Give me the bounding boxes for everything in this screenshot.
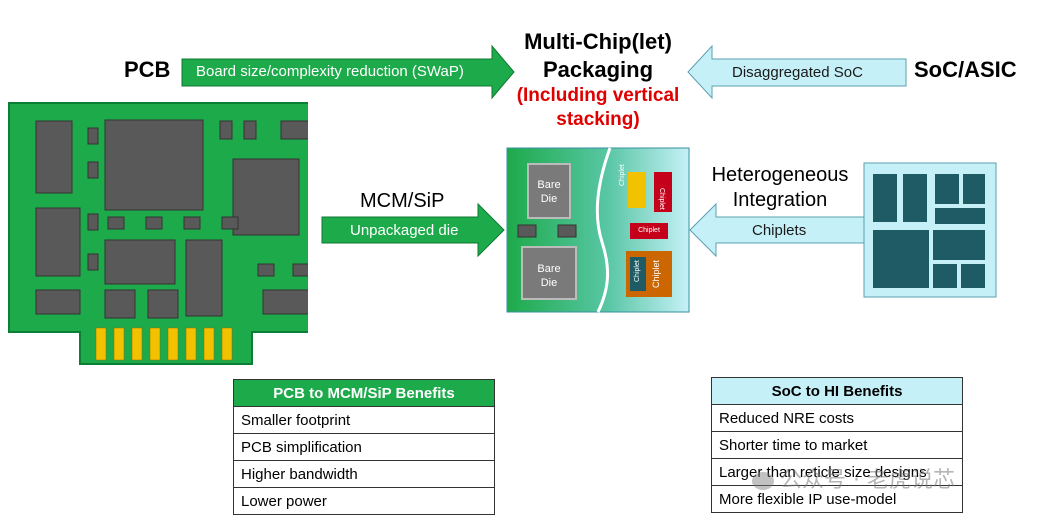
center-subtitle: (Including vertical stacking) (490, 84, 706, 132)
chiplet-label-red-1: Chiplet (658, 188, 665, 210)
hetero-line2: Integration (732, 189, 828, 211)
soc-benefit-item: Larger than reticle size designs (711, 458, 963, 486)
soc-benefit-item: More flexible IP use-model (711, 485, 963, 513)
disaggregated-text: Disaggregated SoC (732, 64, 863, 81)
chiplet-label-orange: Chiplet (651, 259, 661, 288)
mcm-sip-label: MCM/SiP (360, 190, 445, 212)
chiplet-label-red-2: Chiplet (638, 227, 660, 234)
package-diagram (506, 147, 690, 313)
center-subtitle-line1: (Including vertical (516, 85, 680, 106)
soc-benefit-item: Reduced NRE costs (711, 404, 963, 432)
pcb-benefits-title: PCB to MCM/SiP Benefits (233, 379, 495, 407)
pcb-benefit-item: Higher bandwidth (233, 460, 495, 488)
soc-benefits-title: SoC to HI Benefits (711, 377, 963, 405)
chiplet-red-1 (654, 172, 672, 212)
soc-asic-label: SoC/ASIC (914, 57, 1017, 82)
center-subtitle-line2: stacking) (556, 109, 640, 130)
pcb-benefits-table: PCB to MCM/SiP Benefits Smaller footprin… (233, 379, 495, 515)
bare-die-1 (527, 163, 571, 219)
chiplet-red-2 (630, 223, 668, 239)
watermark-text: 公众号 · 老虎说芯 (780, 468, 955, 493)
chiplet-teal-stack (630, 257, 646, 291)
board-reduction-text: Board size/complexity reduction (SWaP) (196, 63, 464, 80)
chiplets-text: Chiplets (752, 222, 807, 239)
pcb-benefit-item: PCB simplification (233, 433, 495, 461)
center-title: Multi-Chip(let) Packaging (500, 28, 696, 84)
disaggregated-arrow (687, 44, 907, 100)
bond-pad-1 (517, 224, 537, 238)
package-divider (595, 147, 612, 313)
pcb-edge-connector (95, 327, 233, 361)
chiplets-arrow (689, 202, 865, 258)
watermark: 公众号 · 老虎说芯 (752, 462, 955, 494)
hetero-integration-label: Heterogeneous Integration (700, 163, 860, 213)
center-title-line1: Multi-Chip(let) (524, 29, 672, 54)
soc-die-blocks (873, 174, 985, 288)
chiplet-yellow (628, 172, 646, 208)
board-reduction-arrow (181, 44, 515, 100)
chiplet-label-yellow: Chiplet (619, 164, 626, 186)
pcb-label: PCB (124, 57, 171, 82)
unpackaged-die-arrow (321, 202, 505, 258)
pcb-benefit-item: Lower power (233, 487, 495, 515)
bond-pad-2 (557, 224, 577, 238)
hetero-line1: Heterogeneous (711, 164, 849, 186)
soc-benefit-item: Shorter time to market (711, 431, 963, 459)
pcb-benefit-item: Smaller footprint (233, 406, 495, 434)
pcb-components (35, 119, 308, 319)
chiplet-label-teal: Chiplet (634, 260, 641, 282)
pcb-board (8, 102, 308, 365)
unpackaged-die-text: Unpackaged die (350, 222, 459, 239)
wechat-icon (752, 472, 774, 490)
soc-die (863, 162, 997, 298)
center-title-line2: Packaging (542, 57, 654, 82)
soc-benefits-table: SoC to HI Benefits Reduced NRE costs Sho… (711, 377, 963, 513)
bare-die-2 (521, 246, 577, 300)
